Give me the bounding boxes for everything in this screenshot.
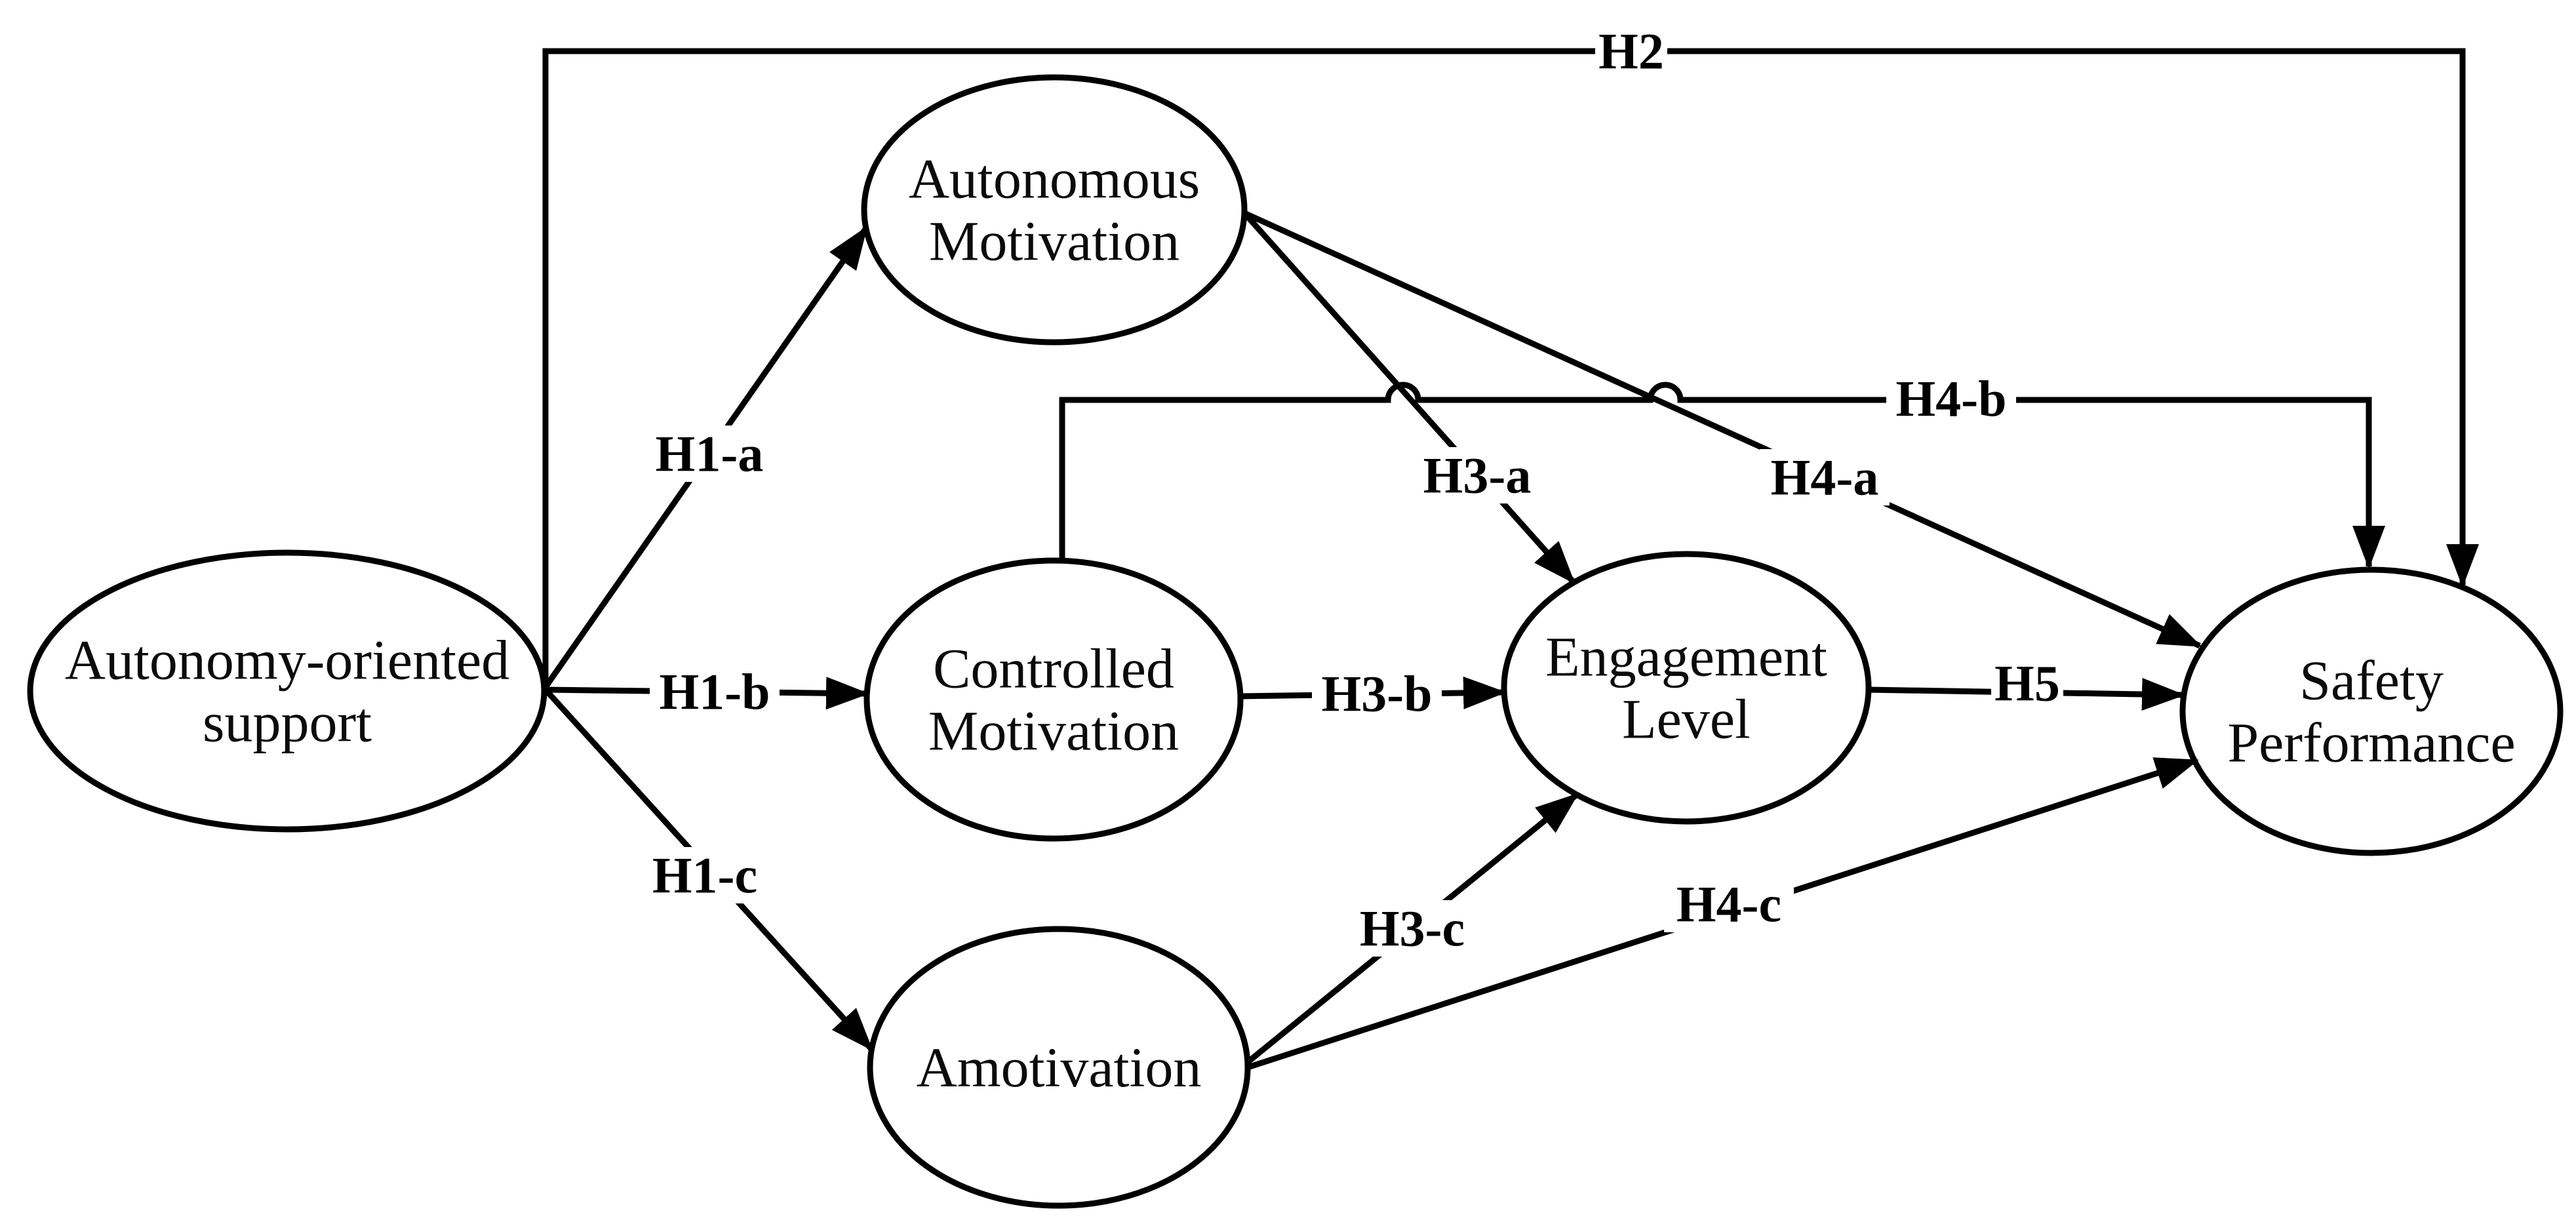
edge-label-bg-H4-b bbox=[1886, 370, 2016, 427]
edge-label-bg-H3-a bbox=[1412, 447, 1542, 504]
edge-H4-a bbox=[1243, 210, 2202, 649]
edge-label-H3-b: H3-b bbox=[1321, 665, 1432, 722]
edge-H3-a bbox=[1242, 211, 1576, 584]
edge-label-H5: H5 bbox=[1994, 655, 2060, 712]
edge-label-H1-b: H1-b bbox=[659, 663, 770, 721]
edge-label-bg-H2 bbox=[1595, 23, 1667, 79]
edge-label-H3-c: H3-c bbox=[1360, 900, 1465, 957]
edge-label-H4-b: H4-b bbox=[1895, 370, 2006, 427]
node-safety bbox=[2179, 566, 2564, 856]
edge-H4-b bbox=[1059, 382, 2385, 569]
edge-label-bg-H1-c bbox=[640, 847, 770, 903]
node-label-amotivation: Amotivation bbox=[917, 1036, 1202, 1099]
node-autonomous bbox=[861, 74, 1248, 346]
edge-label-H1-a: H1-a bbox=[656, 425, 764, 483]
edge-label-bg-H4-a bbox=[1760, 449, 1890, 505]
edge-label-H2: H2 bbox=[1598, 23, 1664, 80]
edge-label-H4-a: H4-a bbox=[1771, 449, 1879, 506]
edge-label-bg-H1-a bbox=[644, 425, 774, 482]
edge-label-H3-a: H3-a bbox=[1423, 447, 1532, 504]
edge-label-H4-c: H4-c bbox=[1676, 876, 1781, 933]
edge-label-bg-H3-b bbox=[1312, 665, 1442, 722]
edge-label-bg-H3-c bbox=[1347, 900, 1477, 957]
edge-label-bg-H4-c bbox=[1664, 876, 1794, 932]
edges-layer bbox=[542, 48, 2479, 1071]
edge-label-H1-c: H1-c bbox=[652, 847, 757, 904]
edge-H2 bbox=[542, 48, 2479, 687]
edge-label-bg-H1-b bbox=[650, 663, 780, 720]
edge-label-bg-H5 bbox=[1991, 655, 2063, 711]
